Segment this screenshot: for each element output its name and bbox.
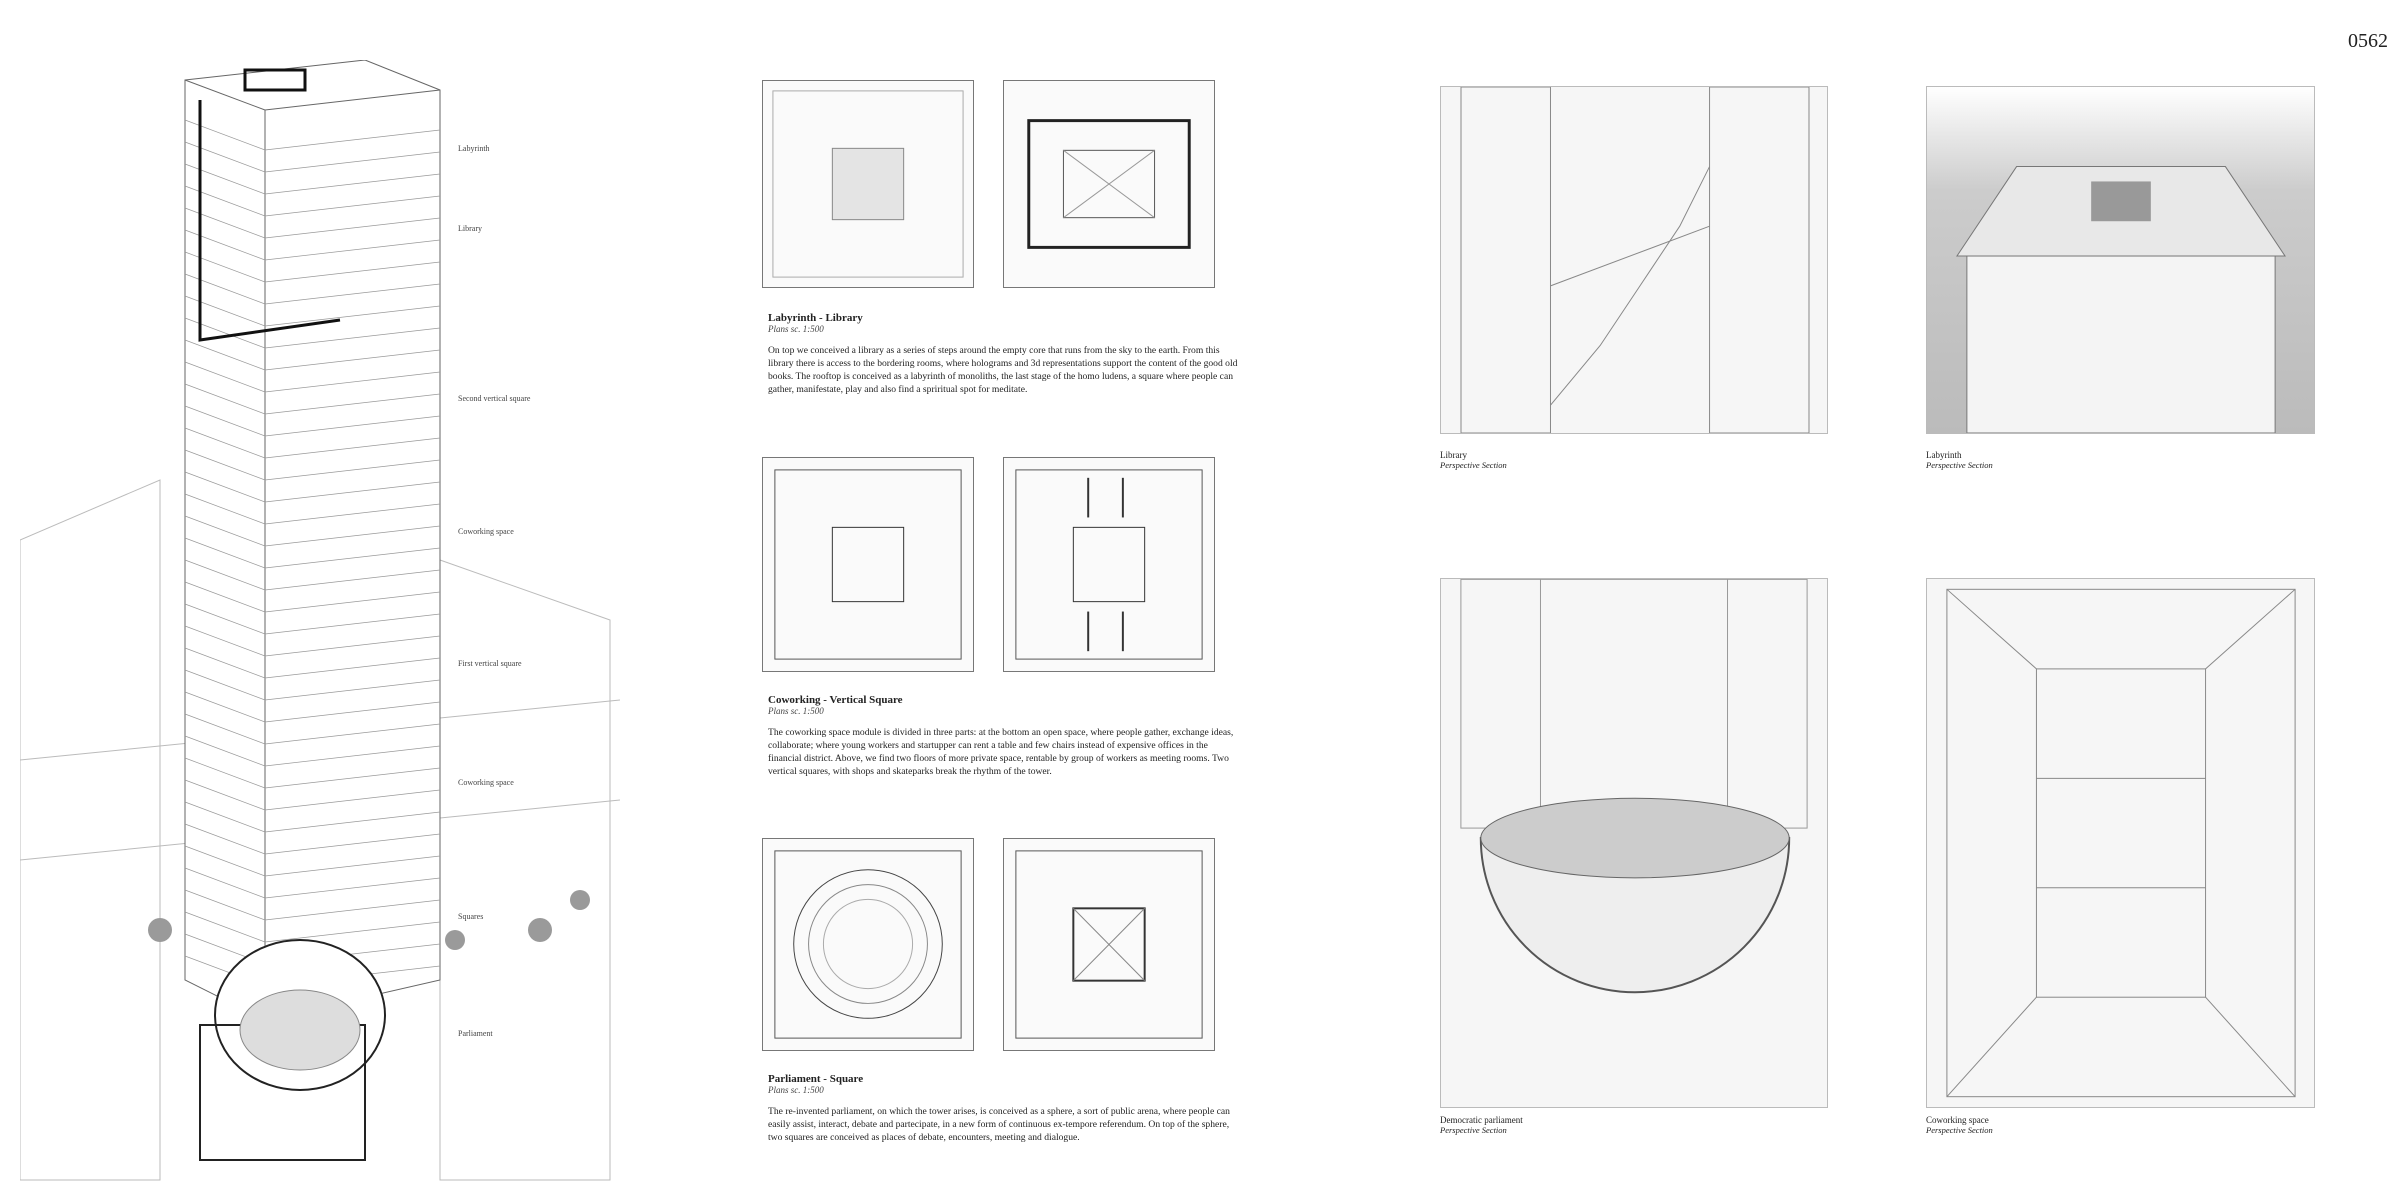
- caption-subtitle: Perspective Section: [1440, 1125, 1507, 1135]
- caption-subtitle: Perspective Section: [1440, 460, 1507, 470]
- section-body: The coworking space module is divided in…: [768, 727, 1234, 777]
- tower-floor-line: [184, 273, 441, 305]
- section-title: Labyrinth - Library: [768, 312, 863, 324]
- tower-label-first-vertical-square: First vertical square: [458, 659, 522, 668]
- page-number: 0562: [2348, 30, 2388, 52]
- tower-floor-line: [184, 185, 441, 217]
- tower-floor-line: [184, 867, 441, 899]
- tower-floor-line: [184, 515, 441, 547]
- plan-vertical-square: [1003, 457, 1215, 672]
- tower-floor-line: [184, 757, 441, 789]
- tower-axonometric-drawing: [20, 60, 620, 1185]
- tower-floor-line: [184, 559, 441, 591]
- tower-floor-line: [184, 207, 441, 239]
- tower-label-library: Library: [458, 224, 482, 233]
- tower-floor-line: [184, 911, 441, 943]
- tower-label-second-vertical-square: Second vertical square: [458, 394, 531, 403]
- tower-floor-line: [184, 823, 441, 855]
- tower-floor-line: [184, 251, 441, 283]
- perspective-democratic-parliament: [1440, 578, 1828, 1108]
- tower-floor-line: [184, 383, 441, 415]
- tower-floor-line: [184, 537, 441, 569]
- tower-label-coworking-space-2: Coworking space: [458, 778, 514, 787]
- tower-floor-line: [184, 735, 441, 767]
- tower-floor-line: [184, 405, 441, 437]
- tower-floor-line: [184, 449, 441, 481]
- tower-label-parliament: Parliament: [458, 1029, 493, 1038]
- tower-floor-line: [184, 493, 441, 525]
- perspective-labyrinth: [1926, 86, 2315, 434]
- section-coworking: Coworking - Vertical Square Plans sc. 1:…: [768, 694, 1238, 778]
- section-body: On top we conceived a library as a serie…: [768, 345, 1238, 395]
- tower-floor-line: [184, 163, 441, 195]
- tower-floor-line: [184, 647, 441, 679]
- tower-floor-line: [184, 471, 441, 503]
- tower-floor-line: [184, 713, 441, 745]
- section-title: Parliament - Square: [768, 1073, 864, 1085]
- plan-labyrinth: [762, 80, 974, 288]
- tower-floor-line: [184, 889, 441, 921]
- tower-floor-line: [184, 427, 441, 459]
- plan-square: [1003, 838, 1215, 1051]
- tower-floor-line: [184, 801, 441, 833]
- tower-floor-line: [184, 295, 441, 327]
- tower-floor-line: [184, 779, 441, 811]
- section-body: The re-invented parliament, on which the…: [768, 1106, 1230, 1143]
- perspective-library: [1440, 86, 1828, 434]
- section-scale: Plans sc. 1:500: [768, 706, 824, 716]
- perspective-coworking-space: [1926, 578, 2315, 1108]
- tower-floor-line: [184, 229, 441, 261]
- section-title: Coworking - Vertical Square: [768, 694, 903, 706]
- tower-floor-line: [184, 581, 441, 613]
- tower-floor-line: [184, 603, 441, 635]
- tower-floor-line: [184, 691, 441, 723]
- plan-coworking: [762, 457, 974, 672]
- caption-title: Coworking space: [1926, 1115, 1989, 1125]
- tower-floor-line: [184, 361, 441, 393]
- caption-title: Labyrinth: [1926, 450, 1962, 460]
- tower-floor-line: [184, 317, 441, 349]
- section-labyrinth-library: Labyrinth - Library Plans sc. 1:500 On t…: [768, 312, 1238, 396]
- plan-library: [1003, 80, 1215, 288]
- tower-label-labyrinth: Labyrinth: [458, 144, 490, 153]
- tower-label-squares: Squares: [458, 912, 484, 921]
- plan-parliament: [762, 838, 974, 1051]
- caption-title: Democratic parliament: [1440, 1115, 1523, 1125]
- caption-subtitle: Perspective Section: [1926, 460, 1993, 470]
- caption-title: Library: [1440, 450, 1467, 460]
- caption-subtitle: Perspective Section: [1926, 1125, 1993, 1135]
- section-scale: Plans sc. 1:500: [768, 1085, 824, 1095]
- tower-floor-line: [184, 339, 441, 371]
- tower-floor-line: [184, 119, 441, 151]
- tower-floor-line: [184, 625, 441, 657]
- tower-label-coworking-space: Coworking space: [458, 527, 514, 536]
- section-parliament: Parliament - Square Plans sc. 1:500 The …: [768, 1073, 1238, 1144]
- tower-floor-line: [184, 669, 441, 701]
- tower-floor-line: [184, 845, 441, 877]
- section-scale: Plans sc. 1:500: [768, 324, 824, 334]
- tower-floor-line: [184, 141, 441, 173]
